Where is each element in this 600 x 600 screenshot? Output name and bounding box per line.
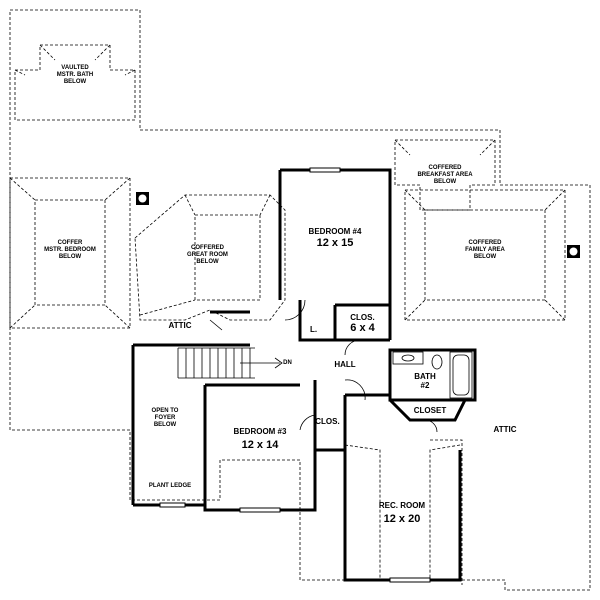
attic-left-label: ATTIC [168,321,192,330]
coffered-great-room-label: COFFERED GREAT ROOM BELOW [187,245,228,265]
toilet [431,354,443,370]
coffered-great-room-roof [134,194,286,321]
coffered-family-label: COFFERED FAMILY AREA BELOW [465,240,505,260]
plant-ledge-label: PLANT LEDGE [148,483,192,489]
bedroom-3-name: BEDROOM #3 [233,427,287,436]
closet-walls [388,398,467,422]
stair-down-label: DN [283,360,292,366]
rec-room-name: REC. ROOM [378,501,426,510]
bathtub [449,351,473,399]
coffered-breakfast-label: COFFERED BREAKFAST AREA BELOW [417,165,473,185]
bedroom-4-dimensions: 12 x 15 [316,237,354,249]
coffer-mstr-bedroom-label: COFFER MSTR. BEDROOM BELOW [44,240,96,260]
bedroom-3-dimensions: 12 x 14 [241,439,279,451]
attic-right-label: ATTIC [493,425,517,434]
closet-label: CLOSET [413,406,447,415]
vanity [392,351,424,365]
linen-closet-label: L. [309,325,318,334]
vaulted-bath-label: VAULTED MSTR. BATH BELOW [56,65,94,85]
roof-outline [9,9,591,591]
bedroom-4-name: BEDROOM #4 [308,227,362,236]
closet-top-dimensions: 6 x 4 [350,322,375,334]
stair-walls [131,310,250,507]
hall-label: HALL [334,360,356,369]
closet-top-name: CLOS. [350,313,375,322]
vaulted-bath-roof [14,44,136,121]
rec-room-walls [343,393,462,582]
bath-2-label: BATH #2 [414,372,436,390]
closet-mid-label: CLOS. [315,417,340,426]
rec-room-dimensions: 12 x 20 [383,513,421,525]
bath-walls [388,348,477,402]
open-to-foyer-label: OPEN TO FOYER BELOW [151,408,179,428]
